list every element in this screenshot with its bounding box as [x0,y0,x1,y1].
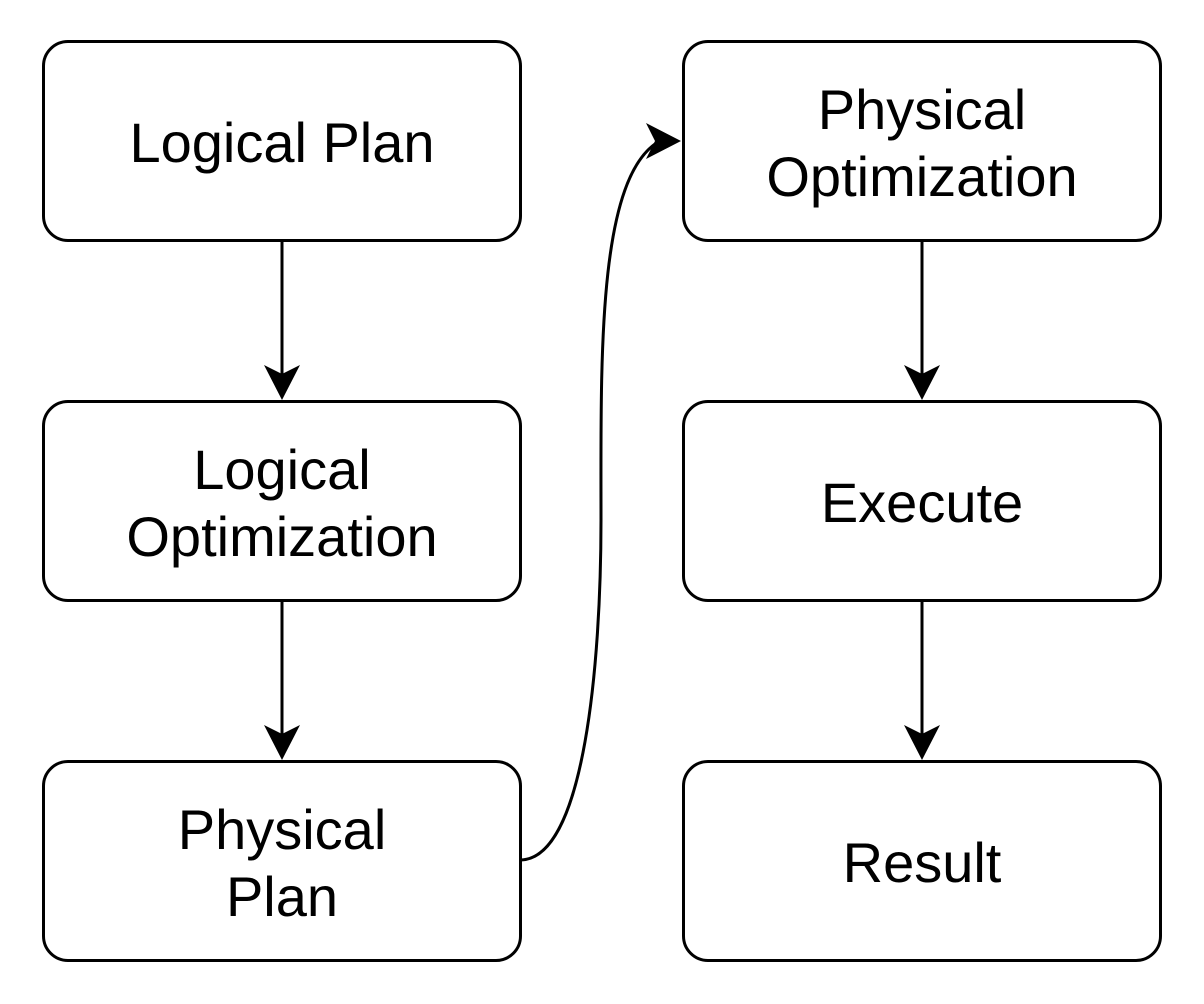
arrow-logical-plan-to-logical-optimization-icon [264,241,300,400]
node-logical-optimization-label: Logical Optimization [126,437,438,568]
node-execute-label: Execute [820,471,1024,535]
node-logical-optimization: Logical Optimization [42,400,522,602]
arrow-execute-to-result-icon [904,601,940,760]
arrow-logical-optimization-to-physical-plan-icon [264,601,300,760]
arrow-physical-optimization-to-execute-icon [904,241,940,400]
node-physical-optimization-label: Physical Optimization [766,77,1078,208]
node-logical-plan-label: Logical Plan [129,111,435,175]
arrow-physical-plan-to-physical-optimization-icon [520,123,681,862]
node-result-label: Result [842,831,1002,895]
node-physical-plan-label: Physical Plan [177,797,387,928]
node-physical-optimization: Physical Optimization [682,40,1162,242]
node-logical-plan: Logical Plan [42,40,522,242]
node-result: Result [682,760,1162,962]
node-execute: Execute [682,400,1162,602]
node-physical-plan: Physical Plan [42,760,522,962]
